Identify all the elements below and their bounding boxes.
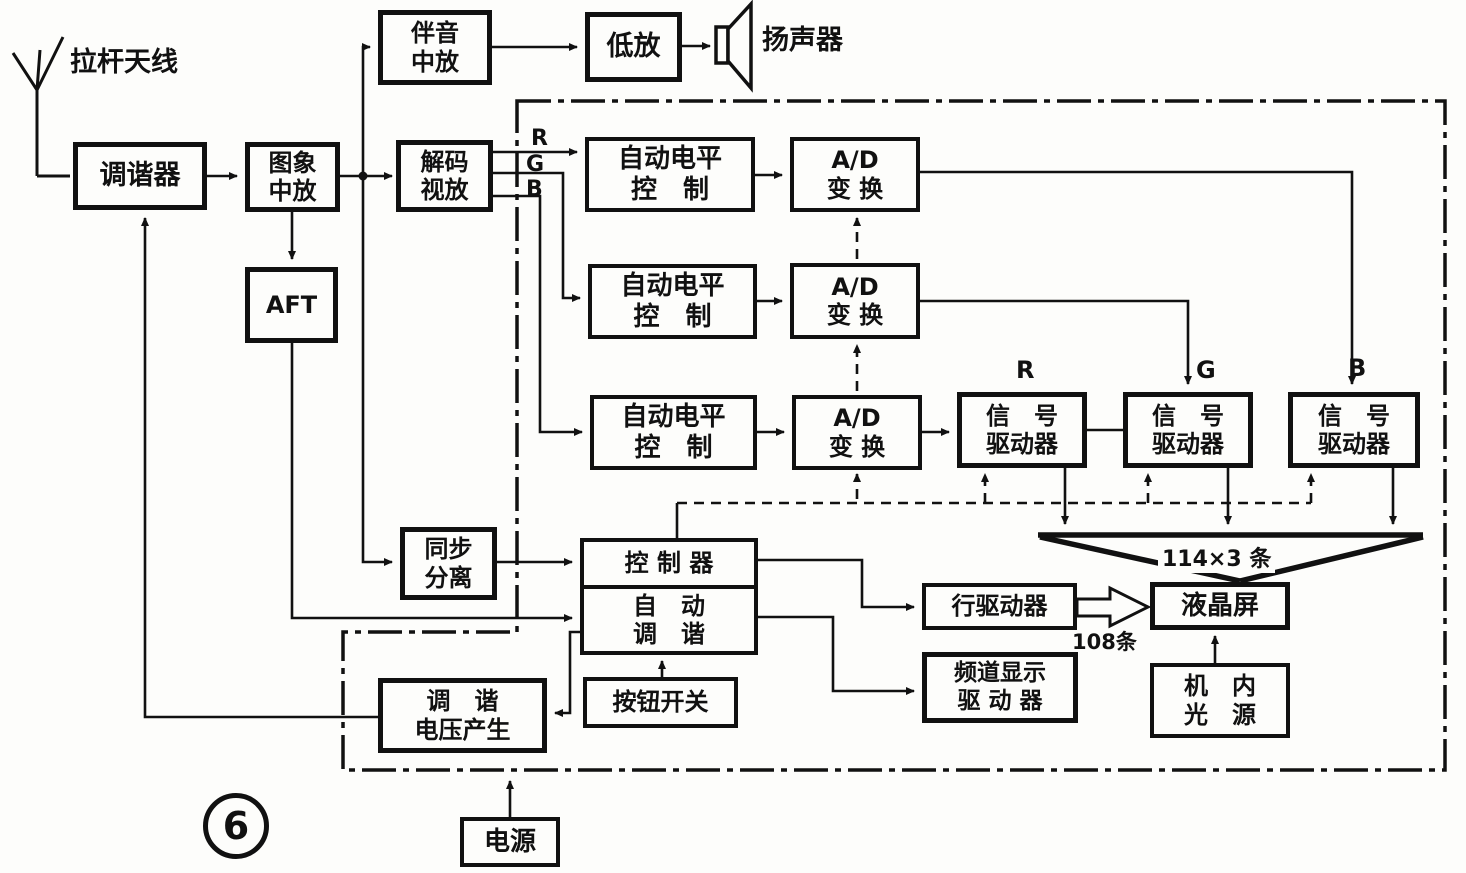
block-power-supply-label: 电源 <box>483 826 536 857</box>
block-alc-r-label: 自动电平 控 制 <box>617 143 722 205</box>
block-aft-label: AFT <box>265 290 318 319</box>
block-internal-light-source-label: 机 内 光 源 <box>1184 672 1256 729</box>
signal-wires <box>141 42 1397 817</box>
block-lcd-panel-label: 液晶屏 <box>1180 590 1259 621</box>
block-button-switch-label: 按钮开关 <box>612 688 709 717</box>
source-r-label: R <box>531 126 548 151</box>
block-adc-r: A/D 变 换 <box>790 137 920 212</box>
block-channel-display-driver-label: 频道显示 驱 动 器 <box>954 660 1046 714</box>
block-tuning-voltage-gen-label: 调 谐 电压产生 <box>414 687 511 744</box>
block-alc-b-label: 自动电平 控 制 <box>621 401 726 463</box>
block-power-supply: 电源 <box>460 817 560 867</box>
block-decoder-video-amp-label: 解码 视放 <box>420 147 469 204</box>
block-controller-label: 控 制 器 <box>624 549 714 578</box>
block-audio-amp: 低放 <box>585 12 682 82</box>
block-alc-g-label: 自动电平 控 制 <box>620 270 725 332</box>
block-tuner-label: 调谐器 <box>99 160 181 192</box>
block-sync-separator-label: 同步 分离 <box>424 535 473 592</box>
block-adc-r-label: A/D 变 换 <box>826 146 884 203</box>
source-b-label: B <box>526 177 543 202</box>
driver-b-label: B <box>1348 354 1367 382</box>
block-picture-if-amp: 图象 中放 <box>245 142 340 212</box>
block-auto-tuning: 自 动 调 谐 <box>584 589 754 651</box>
lcd-line-funnel <box>1038 532 1424 584</box>
figure-number-badge: 6 <box>203 793 269 859</box>
block-aft: AFT <box>245 267 338 343</box>
block-row-driver-label: 行驱动器 <box>951 592 1048 621</box>
control-dashed-wires <box>677 217 1315 505</box>
block-signal-driver-r-label: 信 号 驱动器 <box>986 401 1058 458</box>
block-controller-auto-tuning: 控 制 器 自 动 调 谐 <box>580 538 758 655</box>
block-adc-g-label: A/D 变 换 <box>826 272 884 329</box>
block-internal-light-source: 机 内 光 源 <box>1150 663 1290 738</box>
block-signal-driver-g: 信 号 驱动器 <box>1123 392 1253 468</box>
block-alc-r: 自动电平 控 制 <box>585 137 755 212</box>
block-signal-driver-b: 信 号 驱动器 <box>1288 392 1420 468</box>
antenna-icon <box>11 36 70 178</box>
block-sync-separator: 同步 分离 <box>400 527 497 600</box>
block-adc-b: A/D 变 换 <box>792 395 922 470</box>
block-button-switch: 按钮开关 <box>583 677 738 728</box>
row-line-count-label: 108条 <box>1072 630 1137 654</box>
speaker-icon <box>714 0 753 93</box>
antenna-label: 拉杆天线 <box>70 47 178 78</box>
block-alc-g: 自动电平 控 制 <box>588 264 757 339</box>
block-signal-driver-r: 信 号 驱动器 <box>957 392 1087 468</box>
funnel-line-count-label: 114×3 条 <box>1158 541 1276 573</box>
block-tuning-voltage-gen: 调 谐 电压产生 <box>378 678 547 753</box>
block-sound-if-amp-label: 伴音 中放 <box>411 19 459 76</box>
driver-g-label: G <box>1196 356 1216 384</box>
block-adc-b-label: A/D 变 换 <box>828 404 886 461</box>
block-audio-amp-label: 低放 <box>606 31 661 63</box>
speaker-label: 扬声器 <box>762 25 843 56</box>
block-adc-g: A/D 变 换 <box>790 263 920 339</box>
block-tuner: 调谐器 <box>73 142 207 210</box>
block-alc-b: 自动电平 控 制 <box>590 395 757 470</box>
block-decoder-video-amp: 解码 视放 <box>396 140 493 212</box>
block-signal-driver-g-label: 信 号 驱动器 <box>1152 401 1224 458</box>
block-row-driver: 行驱动器 <box>922 583 1077 630</box>
block-lcd-panel: 液晶屏 <box>1150 582 1290 630</box>
block-channel-display-driver: 频道显示 驱 动 器 <box>922 652 1078 723</box>
block-controller: 控 制 器 <box>584 542 754 589</box>
chassis-dash-dot-boundary <box>341 99 1447 772</box>
block-auto-tuning-label: 自 动 调 谐 <box>633 591 705 648</box>
figure-number: 6 <box>222 804 250 848</box>
row-lines-big-arrow <box>1075 585 1152 629</box>
block-signal-driver-b-label: 信 号 驱动器 <box>1318 401 1390 458</box>
block-sound-if-amp: 伴音 中放 <box>378 10 492 85</box>
driver-r-label: R <box>1016 356 1035 384</box>
block-picture-if-amp-label: 图象 中放 <box>268 148 317 205</box>
source-g-label: G <box>526 152 545 177</box>
